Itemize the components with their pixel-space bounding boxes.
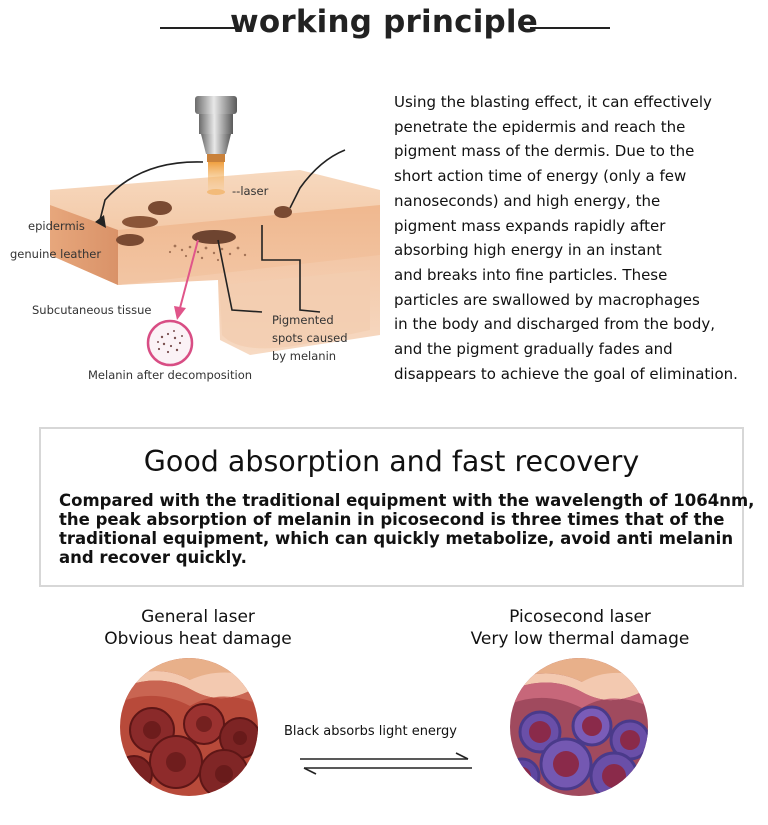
principle-description: Using the blasting effect, it can effect… (394, 90, 766, 386)
skin-illustration (50, 96, 380, 367)
label-epidermis: epidermis (28, 219, 85, 233)
label-laser-text: laser (240, 184, 269, 198)
description-line: disappears to achieve the goal of elimin… (394, 364, 738, 383)
absorption-title: Good absorption and fast recovery (143, 445, 640, 478)
description-line: nanoseconds) and high energy, the (394, 191, 661, 210)
description-line: particles are swallowed by macrophages (394, 290, 700, 309)
melanin-decomposition-circle (146, 319, 194, 367)
absorption-line: the peak absorption of melanin in picose… (59, 510, 725, 529)
label-pigmented-1: Pigmented (272, 313, 334, 327)
description-line: and the pigment gradually fades and (394, 340, 673, 359)
general-laser-name: General laser (141, 607, 255, 627)
exchange-arrows-icon (300, 752, 472, 775)
skin-laser-diagram: --laser epidermis genuine leather Subcut… (0, 80, 380, 390)
description-line: pigment mass of the dermis. Due to the (394, 142, 695, 161)
label-pigmented-2: spots caused (272, 331, 348, 345)
leader-lines (99, 149, 346, 313)
absorption-line: traditional equipment, which can quickly… (59, 529, 734, 548)
label-laser: --laser (232, 184, 269, 198)
description-line: Using the blasting effect, it can effect… (394, 93, 712, 111)
absorption-line: and recover quickly. (59, 548, 247, 567)
general-laser-effect: Obvious heat damage (104, 629, 292, 649)
melanin-pointer (174, 239, 199, 320)
label-genuine-leather: genuine leather (10, 247, 102, 261)
description-line: penetrate the epidermis and reach the (394, 117, 686, 136)
heat-damage-tissue-image (120, 658, 258, 796)
title-bar: working principle (0, 0, 768, 50)
page-title: working principle (230, 4, 538, 40)
general-laser-label: General laser Obvious heat damage (78, 606, 318, 650)
absorption-line: Compared with the traditional equipment … (59, 491, 755, 510)
title-rule-left (160, 27, 240, 29)
low-thermal-damage-illustration (510, 658, 648, 796)
arrow-label: Black absorbs light energy (284, 724, 457, 739)
picosecond-laser-effect: Very low thermal damage (470, 629, 690, 649)
laser-handpiece (195, 96, 237, 195)
description-line: and breaks into fine particles. These (394, 265, 668, 284)
pigment-spots (116, 201, 292, 262)
picosecond-laser-name: Picosecond laser (509, 607, 651, 627)
absorption-text: Compared with the traditional equipment … (59, 491, 755, 567)
description-line: absorbing high energy in an instant (394, 241, 662, 260)
low-damage-tissue-image (510, 658, 648, 796)
skin-block (50, 170, 380, 355)
label-pigmented-3: by melanin (272, 349, 337, 363)
label-melanin-after-decomposition: Melanin after decomposition (88, 368, 253, 382)
description-line: short action time of energy (only a few (394, 167, 687, 186)
title-rule-right (530, 27, 610, 29)
description-line: pigment mass expands rapidly after (394, 216, 666, 235)
absorption-box: Good absorption and fast recovery Compar… (39, 427, 755, 587)
label-subcutaneous-tissue: Subcutaneous tissue (32, 303, 152, 317)
picosecond-laser-label: Picosecond laser Very low thermal damage (450, 606, 710, 650)
heat-damage-illustration (120, 658, 258, 796)
description-line: in the body and discharged from the body… (394, 315, 715, 334)
